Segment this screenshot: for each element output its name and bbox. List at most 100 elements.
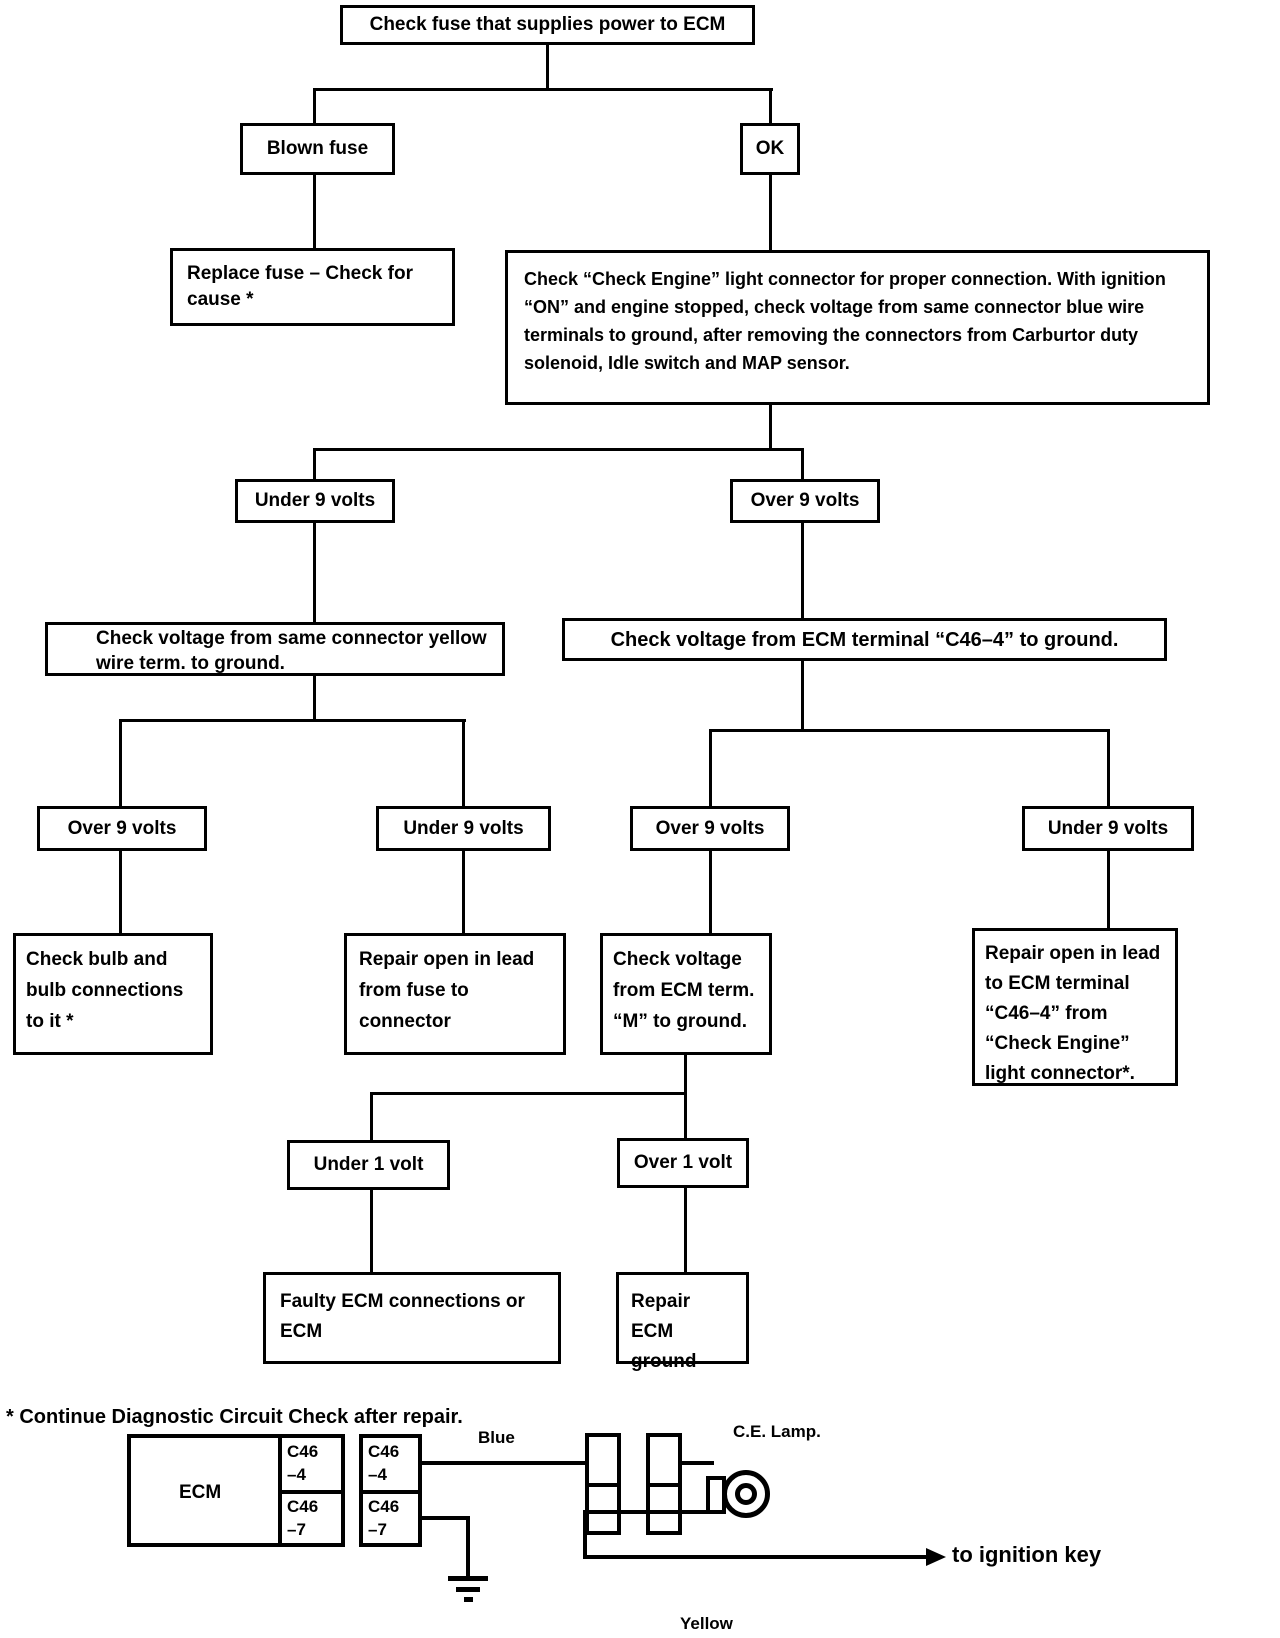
node-label: Check voltage from same connector yellow… — [96, 628, 487, 674]
arrow-right-icon — [926, 1548, 946, 1566]
connector-pin-c46-7: C46 –7 — [363, 1495, 399, 1541]
node-under-9v-2: Under 9 volts — [376, 806, 551, 851]
node-label: Over 9 volts — [655, 817, 765, 839]
connector-line — [709, 729, 1110, 732]
node-label: Check voltage from ECM terminal “C46–4” … — [610, 628, 1119, 651]
ground-bar — [464, 1597, 473, 1602]
connector-line — [769, 405, 772, 450]
pin-label: –4 — [368, 1465, 387, 1484]
blue-wire-label: Blue — [478, 1428, 515, 1447]
connector-line — [801, 448, 804, 481]
node-label: Faulty ECM connections or ECM — [280, 1291, 525, 1342]
pin-label: –7 — [368, 1520, 387, 1539]
node-label: Blown fuse — [266, 138, 369, 159]
node-label: Replace fuse – Check for cause * — [187, 263, 413, 310]
ecm-box: ECM C46 –4 C46 –7 — [127, 1434, 345, 1547]
connector-line — [769, 175, 772, 252]
connector-line — [546, 45, 549, 91]
pin-label: –4 — [287, 1465, 306, 1484]
ecm-pin-c46-4: C46 –4 — [282, 1440, 318, 1486]
node-label: Under 9 volts — [1047, 817, 1169, 839]
node-label: Check voltage from ECM term. “M” to grou… — [613, 949, 755, 1032]
node-label: Repair open in lead to ECM terminal “C46… — [985, 943, 1161, 1084]
ground-symbol — [448, 1576, 488, 1608]
node-label: Check fuse that supplies power to ECM — [369, 14, 726, 35]
connector-line — [684, 1092, 687, 1138]
node-label: Over 1 volt — [633, 1152, 733, 1173]
node-over-9v-2: Over 9 volts — [37, 806, 207, 851]
connector-line — [370, 1092, 687, 1095]
ground-wire — [422, 1516, 470, 1520]
connector-line — [709, 851, 712, 934]
ground-wire — [466, 1516, 470, 1576]
node-repair-fuse-lead: Repair open in lead from fuse to connect… — [344, 933, 566, 1055]
node-label: Repair ECM ground — [631, 1291, 697, 1372]
connector-line — [313, 175, 316, 250]
ce-lamp-symbol — [722, 1470, 770, 1518]
node-label: Over 9 volts — [750, 490, 860, 511]
connector-line — [313, 523, 316, 623]
node-over-9v-1: Over 9 volts — [730, 479, 880, 523]
connector-line — [119, 719, 122, 807]
node-label: OK — [755, 138, 785, 159]
node-check-term-m: Check voltage from ECM term. “M” to grou… — [600, 933, 772, 1055]
pin-label: C46 — [287, 1497, 319, 1516]
harness-connector-box: C46 –4 C46 –7 — [359, 1434, 422, 1547]
node-label: Over 9 volts — [67, 817, 177, 839]
node-faulty-ecm: Faulty ECM connections or ECM — [263, 1272, 561, 1364]
connector-line — [462, 851, 465, 934]
pin-label: C46 — [368, 1442, 400, 1461]
connector-divider — [589, 1483, 617, 1487]
node-under-9v-1: Under 9 volts — [235, 479, 395, 523]
connector-line — [801, 523, 804, 619]
connector-divider — [363, 1490, 420, 1494]
connector-line — [313, 448, 804, 451]
yellow-wire — [583, 1510, 712, 1514]
node-check-yellow-wire: Check voltage from same connector yellow… — [45, 622, 505, 676]
yellow-wire — [583, 1510, 587, 1557]
node-check-fuse: Check fuse that supplies power to ECM — [340, 5, 755, 45]
node-ok: OK — [740, 123, 800, 175]
node-label: Check bulb and bulb connections to it * — [26, 949, 184, 1032]
ecm-pin-c46-7: C46 –7 — [282, 1495, 318, 1541]
node-under-9v-3: Under 9 volts — [1022, 806, 1194, 851]
connector-line — [370, 1092, 373, 1140]
yellow-wire — [583, 1555, 930, 1559]
node-repair-ecm-ground: Repair ECM ground — [616, 1272, 749, 1372]
footnote: * Continue Diagnostic Circuit Check afte… — [6, 1406, 463, 1428]
blue-wire — [422, 1461, 585, 1465]
ce-lamp-inner — [735, 1483, 757, 1505]
connector-line — [119, 851, 122, 934]
connector-line — [313, 676, 316, 722]
pin-label: –7 — [287, 1520, 306, 1539]
node-label: Check “Check Engine” light connector for… — [524, 269, 1166, 373]
ecm-label: ECM — [179, 1482, 222, 1503]
connector-line — [313, 88, 773, 91]
connector-line — [313, 448, 316, 481]
pin-label: C46 — [287, 1442, 319, 1461]
node-repair-c46-lead: Repair open in lead to ECM terminal “C46… — [972, 928, 1178, 1086]
connector-line — [1107, 729, 1110, 807]
connector-line — [462, 719, 465, 807]
ce-lamp-label: C.E. Lamp. — [733, 1422, 821, 1441]
node-check-bulb: Check bulb and bulb connections to it * — [13, 933, 213, 1055]
ecm-pin-divider — [278, 1490, 342, 1494]
node-label: Under 9 volts — [403, 817, 524, 839]
inline-connector-b — [646, 1433, 682, 1535]
connector-divider — [650, 1483, 678, 1487]
node-under-1v: Under 1 volt — [287, 1140, 450, 1190]
pin-label: C46 — [368, 1497, 400, 1516]
inline-connector-a — [585, 1433, 621, 1535]
connector-line — [119, 719, 466, 722]
node-label: Repair open in lead from fuse to connect… — [359, 949, 535, 1032]
lamp-wire — [682, 1461, 714, 1465]
ground-bar — [456, 1587, 480, 1592]
connector-line — [1107, 851, 1110, 929]
node-label: Under 9 volts — [254, 490, 376, 511]
connector-line — [769, 88, 772, 123]
node-over-1v: Over 1 volt — [617, 1138, 749, 1188]
node-label: Under 1 volt — [313, 1154, 424, 1175]
connector-line — [370, 1190, 373, 1272]
yellow-wire-label: Yellow — [680, 1614, 733, 1633]
